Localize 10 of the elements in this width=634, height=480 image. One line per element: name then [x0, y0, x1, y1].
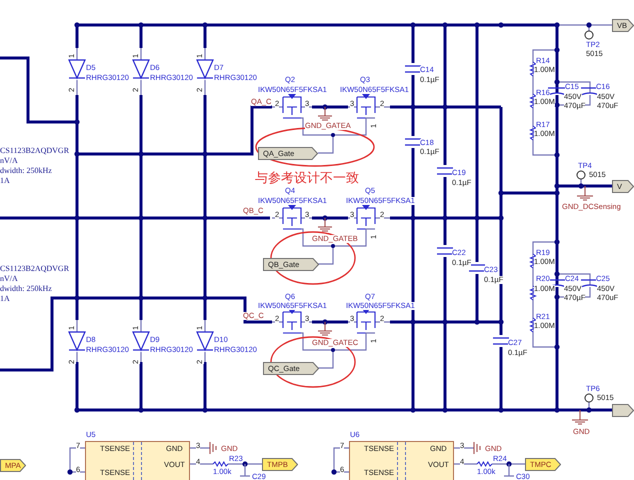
annotation-text: 与参考设计不一致 — [255, 172, 359, 185]
note-text: nV/A — [0, 275, 18, 283]
note-text: dwidth: 250kHz — [0, 285, 52, 293]
note-text: CS1123B2AQDVGR — [0, 147, 70, 155]
note-text: nV/A — [0, 157, 18, 165]
note-text: 1A — [0, 295, 10, 303]
note-text: dwidth: 250kHz — [0, 167, 52, 175]
note-text: CS1123B2AQDVGR — [0, 265, 70, 273]
port-flag — [612, 404, 634, 417]
note-text: 1A — [0, 177, 10, 185]
